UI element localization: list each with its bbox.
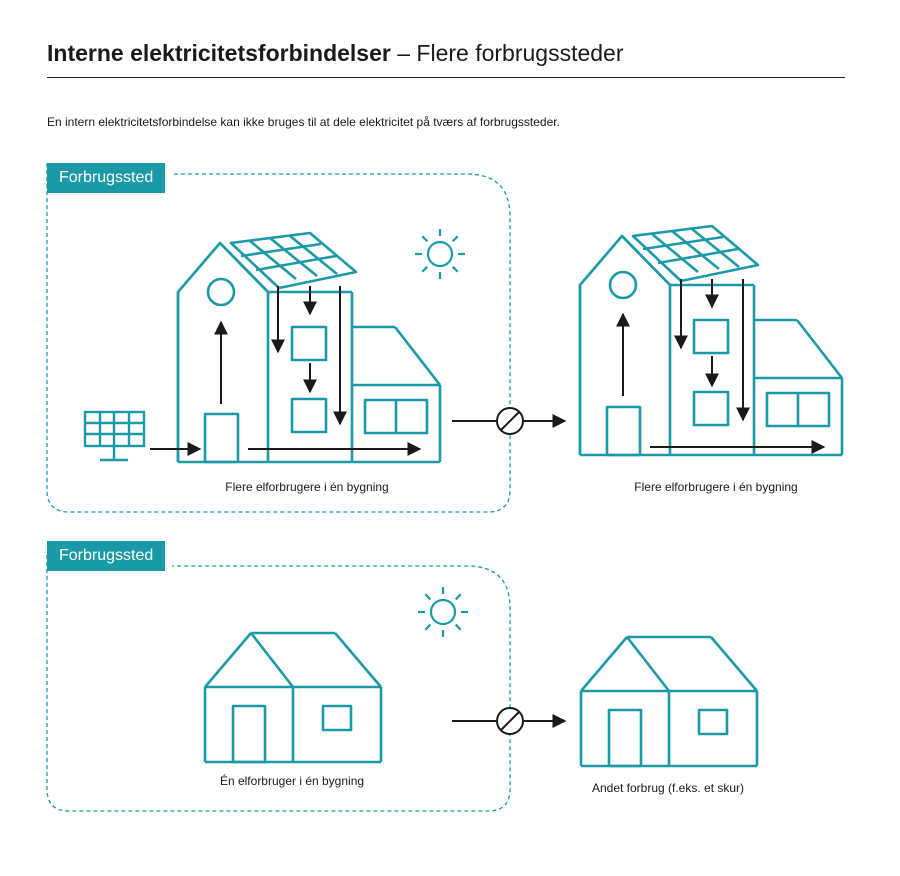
sun-icon — [416, 585, 470, 639]
power-flow-arrows-outside — [616, 279, 826, 454]
consumption-site-tag: Forbrugssted — [47, 163, 166, 193]
multi-unit-building-outside — [578, 224, 844, 457]
caption-single-house: Én elforbruger i én bygning — [219, 774, 365, 788]
title-main: Interne elektricitetsforbindelser — [47, 40, 391, 66]
caption-other-consumption: Andet forbrug (f.eks. et skur) — [591, 781, 745, 795]
intro-text: En intern elektricitetsforbindelse kan i… — [47, 115, 560, 129]
consumption-site-tag: Forbrugssted — [47, 541, 166, 571]
prohibited-connection-2 — [452, 707, 567, 735]
power-flow-arrows-inside — [150, 286, 422, 456]
multi-unit-building-inside — [176, 231, 442, 464]
title-subtitle: Flere forbrugssteder — [416, 40, 624, 66]
title-divider — [47, 77, 845, 78]
shed-house — [579, 635, 759, 768]
prohibited-connection-1 — [452, 407, 567, 435]
sun-icon — [413, 227, 467, 281]
title-separator: – — [397, 40, 411, 66]
caption-inside-building: Flere elforbrugere i én bygning — [225, 480, 389, 494]
page-title: Interne elektricitetsforbindelser – Fler… — [47, 38, 624, 68]
caption-outside-building: Flere elforbrugere i én bygning — [634, 480, 798, 494]
single-family-house — [203, 631, 383, 764]
consumption-site-boundary — [46, 555, 511, 812]
ground-solar-panel-icon — [83, 410, 146, 462]
consumption-site-boundary — [46, 163, 511, 513]
